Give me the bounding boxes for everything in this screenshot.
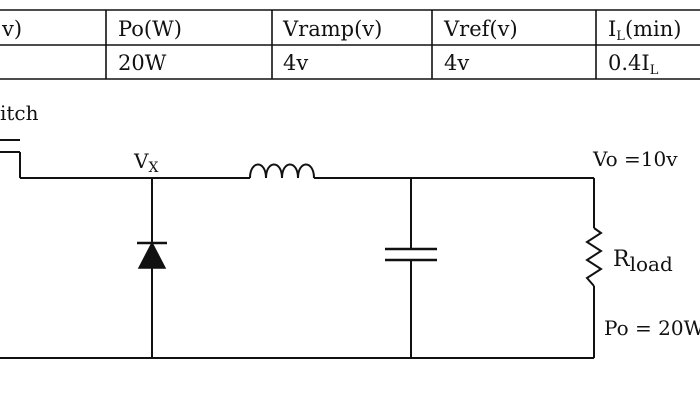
parameter-table bbox=[0, 9, 700, 80]
load-resistor bbox=[585, 227, 603, 287]
table-header-cell-il-min: IL(min) bbox=[608, 17, 681, 44]
il-symbol: I bbox=[608, 17, 616, 41]
il-subscript: L bbox=[616, 29, 625, 44]
il-suffix: (min) bbox=[625, 17, 682, 41]
table-header-cell-po: Po(W) bbox=[118, 17, 182, 41]
table-header-cell-vramp: Vramp(v) bbox=[282, 17, 382, 41]
po-label: Po = 20W bbox=[604, 316, 700, 340]
rload-subscript: load bbox=[630, 252, 673, 276]
table-header-cell-vref: Vref(v) bbox=[443, 17, 518, 41]
table-value-cell-vref: 4v bbox=[444, 51, 469, 75]
table-header-cell-0: v) bbox=[1, 17, 22, 41]
vx-label: VX bbox=[133, 149, 158, 176]
inductor bbox=[249, 163, 315, 179]
diode bbox=[137, 241, 167, 269]
rload-label: Rload bbox=[613, 247, 673, 276]
il-value-subscript: L bbox=[650, 63, 659, 78]
vo-label: Vo =10v bbox=[592, 147, 678, 171]
vx-subscript: X bbox=[148, 160, 158, 176]
table-value-cell-vramp: 4v bbox=[283, 51, 308, 75]
table-value-cell-il-min: 0.4IL bbox=[608, 51, 659, 78]
il-value: 0.4I bbox=[608, 51, 650, 75]
table-value-cell-po: 20W bbox=[118, 51, 167, 75]
circuit-wires bbox=[0, 139, 595, 359]
rload-symbol: R bbox=[613, 247, 631, 272]
switch-label: itch bbox=[0, 101, 39, 125]
vx-symbol: V bbox=[133, 149, 149, 173]
capacitor bbox=[385, 247, 437, 262]
